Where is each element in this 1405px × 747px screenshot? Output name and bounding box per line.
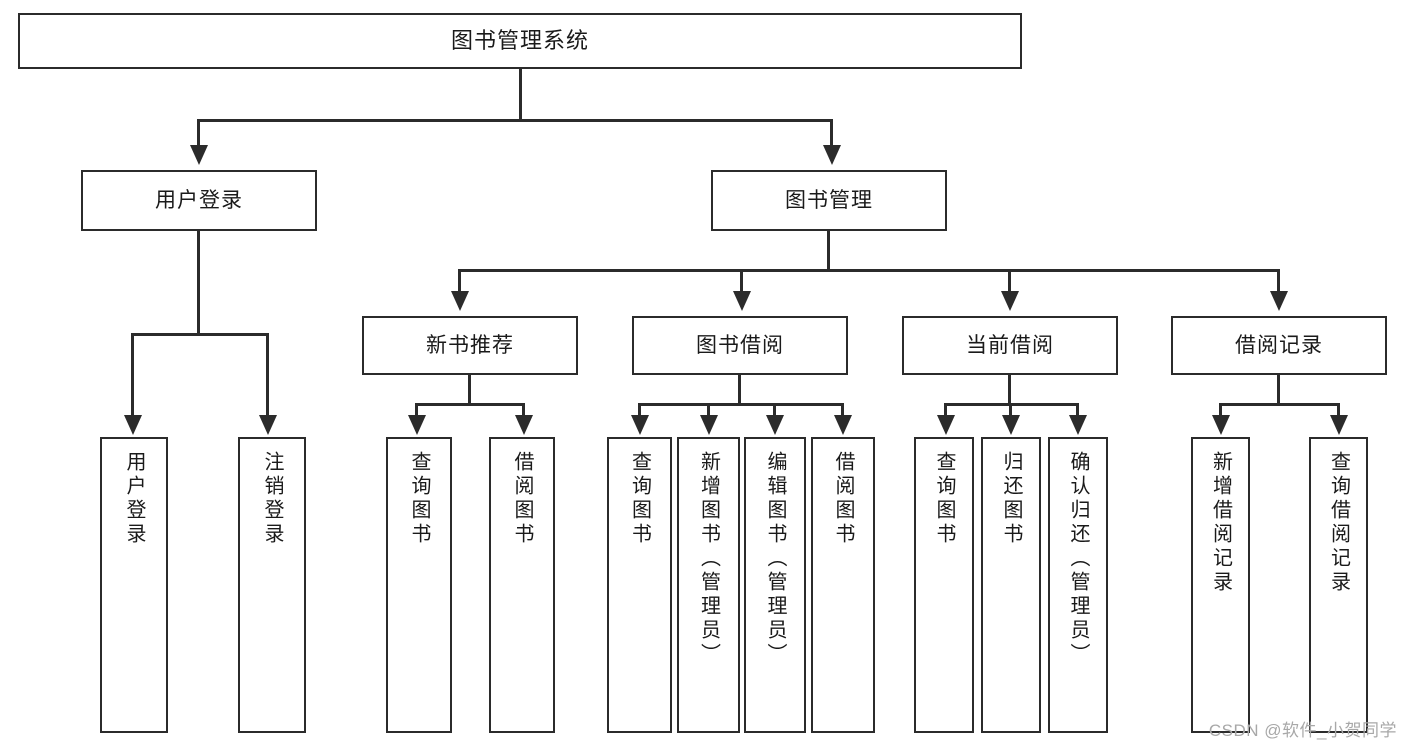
node-current-borrow-label: 当前借阅 [966,333,1054,357]
node-user-login[interactable]: 用户登录 [81,170,317,231]
connector-user-login-to-leaf-2 [266,333,269,417]
connector-nbr-to-leaf-2 [522,403,525,417]
connector-bb-to-leaf-1 [638,403,641,417]
node-leaf-query-record[interactable]: 查询借阅记录 [1309,437,1368,733]
node-current-borrow[interactable]: 当前借阅 [902,316,1118,375]
connector-bb-to-leaf-4 [841,403,844,417]
node-leaf-confirm-return-label: 确认归还（管理员） [1067,451,1089,667]
node-leaf-return-book-label: 归还图书 [1000,451,1022,547]
arrowhead-root-to-book-management [823,145,841,165]
node-leaf-query-book-2[interactable]: 查询图书 [607,437,672,733]
arrowhead-bb-to-leaf-2 [700,415,718,435]
connector-cb-to-leaf-2 [1009,403,1012,417]
node-leaf-edit-book[interactable]: 编辑图书（管理员） [744,437,806,733]
arrowhead-bm-to-current-borrow [1001,291,1019,311]
arrowhead-br-to-leaf-1 [1212,415,1230,435]
arrowhead-nbr-to-leaf-2 [515,415,533,435]
connector-br-to-leaf-2 [1337,403,1340,417]
connector-book-management-stem [827,231,830,272]
connector-bb-to-leaf-2 [707,403,710,417]
node-leaf-query-book-1[interactable]: 查询图书 [386,437,452,733]
node-root[interactable]: 图书管理系统 [18,13,1022,69]
connector-bm-to-current-borrow [1008,269,1011,293]
node-user-login-label: 用户登录 [155,188,243,212]
node-leaf-return-book[interactable]: 归还图书 [981,437,1041,733]
node-book-borrow-label: 图书借阅 [696,333,784,357]
connector-bm-to-new-book-recommend [458,269,461,293]
node-root-label: 图书管理系统 [450,27,589,53]
node-leaf-add-book[interactable]: 新增图书（管理员） [677,437,740,733]
watermark-text: CSDN @软件_小贺同学 [1208,721,1397,740]
arrowhead-user-login-to-leaf-2 [259,415,277,435]
arrowhead-bb-to-leaf-3 [766,415,784,435]
node-leaf-query-record-label: 查询借阅记录 [1327,451,1350,595]
node-leaf-borrow-book-2[interactable]: 借阅图书 [811,437,875,733]
node-leaf-borrow-book-1[interactable]: 借阅图书 [489,437,555,733]
node-leaf-add-record[interactable]: 新增借阅记录 [1191,437,1250,733]
node-book-borrow[interactable]: 图书借阅 [632,316,848,375]
arrowhead-bm-to-borrow-record [1270,291,1288,311]
arrowhead-cb-to-leaf-1 [937,415,955,435]
arrowhead-cb-to-leaf-3 [1069,415,1087,435]
connector-br-bar [1219,403,1339,406]
node-borrow-record-label: 借阅记录 [1235,333,1323,357]
node-book-management-label: 图书管理 [785,188,873,212]
node-leaf-user-login-label: 用户登录 [123,451,145,547]
node-new-book-recommend-label: 新书推荐 [426,333,514,357]
connector-bm-to-book-borrow [740,269,743,293]
connector-br-to-leaf-1 [1219,403,1222,417]
node-leaf-borrow-book-1-label: 借阅图书 [511,451,533,547]
arrowhead-bm-to-book-borrow [733,291,751,311]
node-leaf-confirm-return[interactable]: 确认归还（管理员） [1048,437,1108,733]
connector-user-login-to-leaf-1 [131,333,134,417]
connector-cb-stem [1008,375,1011,405]
node-leaf-user-login[interactable]: 用户登录 [100,437,168,733]
connector-br-stem [1277,375,1280,405]
node-leaf-query-book-3-label: 查询图书 [933,451,955,547]
node-leaf-logout[interactable]: 注销登录 [238,437,306,733]
connector-bm-to-borrow-record [1277,269,1280,293]
arrowhead-br-to-leaf-2 [1330,415,1348,435]
connector-user-login-bar [131,333,269,336]
connector-root-to-book-management [830,119,833,147]
arrowhead-bb-to-leaf-4 [834,415,852,435]
node-book-management[interactable]: 图书管理 [711,170,947,231]
connector-root-stem [519,69,522,121]
node-leaf-edit-book-label: 编辑图书（管理员） [764,451,786,667]
connector-user-login-stem [197,231,200,336]
arrowhead-bm-to-new-book-recommend [451,291,469,311]
connector-level2-bar [197,119,833,122]
connector-bb-to-leaf-3 [773,403,776,417]
node-leaf-query-book-3[interactable]: 查询图书 [914,437,974,733]
node-leaf-add-record-label: 新增借阅记录 [1209,451,1232,595]
node-leaf-query-book-2-label: 查询图书 [628,451,651,547]
connector-bb-bar [638,403,844,406]
arrowhead-root-to-user-login [190,145,208,165]
connector-root-to-user-login [197,119,200,147]
node-new-book-recommend[interactable]: 新书推荐 [362,316,578,375]
arrowhead-user-login-to-leaf-1 [124,415,142,435]
node-leaf-add-book-label: 新增图书（管理员） [697,451,720,667]
connector-bb-stem [738,375,741,405]
node-leaf-borrow-book-2-label: 借阅图书 [832,451,854,547]
connector-nbr-bar [415,403,525,406]
node-leaf-logout-label: 注销登录 [261,451,283,547]
connector-cb-to-leaf-3 [1076,403,1079,417]
connector-nbr-to-leaf-1 [415,403,418,417]
arrowhead-bb-to-leaf-1 [631,415,649,435]
node-leaf-query-book-1-label: 查询图书 [408,451,430,547]
connector-cb-to-leaf-1 [944,403,947,417]
arrowhead-nbr-to-leaf-1 [408,415,426,435]
arrowhead-cb-to-leaf-2 [1002,415,1020,435]
connector-level3-bar [458,269,1280,272]
connector-nbr-stem [468,375,471,405]
node-borrow-record[interactable]: 借阅记录 [1171,316,1387,375]
